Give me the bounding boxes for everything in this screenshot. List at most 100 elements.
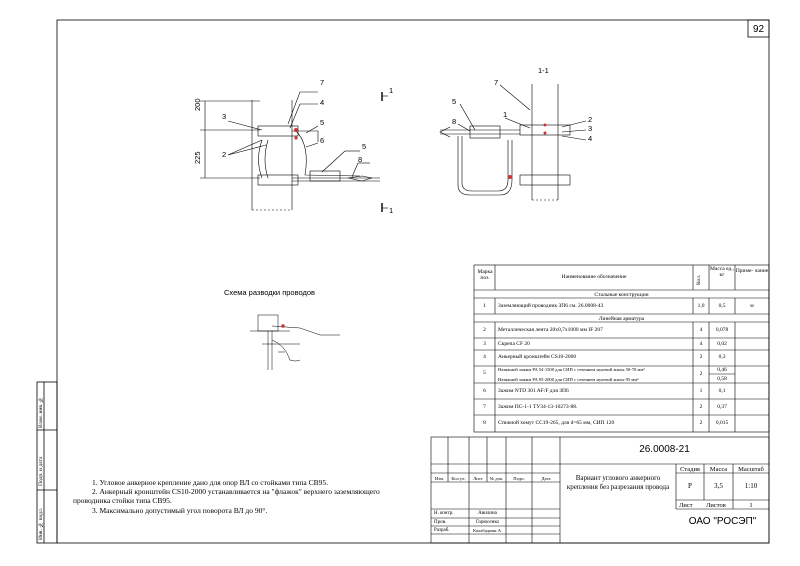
- spec-section-steel: Стальные конструкции: [594, 292, 649, 298]
- spec-row-1-pos: 1: [483, 303, 486, 309]
- spec-row-4-qty: 2: [699, 354, 703, 360]
- callout-right-2: 2: [588, 115, 593, 124]
- tb-role-razrab: Разраб.: [434, 528, 450, 533]
- document-code: 26.0008-21: [639, 444, 690, 455]
- callout-left-8: 8: [358, 155, 363, 164]
- spec-row-1-note: м: [750, 303, 754, 309]
- callout-right-7: 7: [494, 78, 499, 87]
- callout-left-2: 2: [222, 150, 227, 159]
- tb-col-kolvo: Кол.уч.: [451, 476, 466, 481]
- document-title: Вариант углового анкерного крепления без…: [566, 474, 670, 491]
- tb-stage-label: Стадия: [680, 466, 700, 473]
- spec-header-name: Наименование обозначение: [561, 274, 627, 280]
- side-stamp-inv: Инв. № подл.: [38, 507, 44, 540]
- tb-name-2: Горюсенко: [475, 520, 500, 525]
- tb-mass-label: Масса: [709, 466, 728, 473]
- spec-section-linear: Линейная арматура: [598, 316, 645, 322]
- dimension-200: 200: [193, 98, 202, 111]
- callout-left-5a: 5: [320, 118, 325, 127]
- wiring-scheme-title: Схема разводки проводов: [224, 288, 316, 297]
- spec-row-2-mass: 0,078: [715, 327, 729, 333]
- spec-header-mass: Масса ед., кг: [709, 266, 734, 279]
- spec-row-8-pos: 8: [483, 420, 486, 426]
- note-2: 2. Анкерный кронштейн CS10-2000 устанавл…: [92, 487, 380, 496]
- section-label: 1-1: [538, 66, 549, 75]
- callout-right-5: 5: [452, 97, 457, 106]
- spec-row-5-mass-alt: 0,58: [717, 376, 727, 382]
- spec-row-8-qty: 2: [699, 420, 703, 426]
- spec-row-1-mass: 0,5: [718, 303, 726, 309]
- section-marker-bottom: 1: [389, 206, 394, 215]
- section-marker-top: 1: [389, 86, 394, 95]
- spec-row-7-pos: 7: [483, 404, 486, 410]
- scheme-red-marks: [281, 324, 285, 328]
- spec-row-6-pos: 6: [483, 388, 486, 394]
- note-3: 3. Максимально допустимый угол поворота …: [92, 506, 268, 515]
- right-red-marks: [508, 123, 547, 179]
- spec-header-qty: Кол.: [696, 274, 702, 285]
- callout-left-4: 4: [320, 98, 325, 107]
- spec-row-1-name: Заземляющий проводник ЗП6 см. 26.0008-43: [498, 303, 604, 309]
- tb-col-list: Лист: [473, 476, 483, 481]
- specification-table-grid: [473, 264, 770, 433]
- tb-sheets-label: Листов: [706, 502, 726, 509]
- spec-row-4-mass: 0,3: [718, 354, 726, 360]
- tb-col-podp: Подп.: [513, 476, 525, 481]
- spec-row-6-qty: 1: [699, 388, 703, 394]
- spec-row-3-qty: 4: [699, 341, 703, 347]
- callout-right-1: 1: [503, 110, 508, 119]
- spec-row-5-name: Натяжной зажим PA 54-1500 для СИП с сече…: [498, 367, 645, 372]
- left-red-marks: [294, 128, 298, 140]
- tb-role-nkontr: Н. контр.: [434, 511, 454, 516]
- callout-left-3: 3: [222, 112, 227, 121]
- spec-row-7-qty: 2: [699, 404, 703, 410]
- tb-scale-label: Масштаб: [738, 466, 764, 473]
- organization-name: ОАО "РОСЭП": [688, 516, 757, 527]
- spec-row-5-qty: 2: [699, 371, 703, 377]
- tb-mass-value: 3,5: [714, 482, 723, 490]
- spec-row-6-mass: 0,1: [718, 388, 726, 394]
- spec-row-5-mass: 0,46: [717, 367, 727, 373]
- spec-row-3-mass: 0,02: [717, 341, 727, 347]
- tb-role-prov: Пров.: [434, 520, 447, 525]
- left-elevation-view: [200, 91, 388, 212]
- spec-row-7-name: Зажим ПС-1-1 ТУ34-13-10273-88.: [498, 404, 578, 410]
- spec-row-8-name: Стяжной хомут CC19-265, для d=65 мм, СИП…: [498, 420, 615, 426]
- callout-right-8: 8: [452, 117, 457, 126]
- spec-row-3-pos: 3: [483, 341, 486, 347]
- callout-left-5b: 5: [362, 142, 367, 151]
- side-stamp-sign: Подп. и дата: [38, 456, 44, 486]
- callout-left-7: 7: [320, 78, 325, 87]
- wiring-scheme-drawing: [250, 314, 340, 370]
- callout-left-6: 6: [320, 136, 325, 145]
- spec-row-5-pos: 5: [483, 370, 486, 376]
- tb-col-date: Дата: [541, 476, 551, 481]
- tb-scale-value: 1:10: [744, 482, 758, 490]
- tb-name-1: Авилина: [478, 511, 497, 516]
- tb-sheet-label: Лист: [679, 502, 693, 509]
- tb-col-doc: № док.: [489, 476, 504, 481]
- note-2-continued: проводника стойки типа СВ95.: [73, 496, 172, 505]
- spec-row-8-mass: 0,015: [715, 420, 729, 426]
- tb-col-izm: Изм.: [434, 476, 445, 481]
- spec-row-7-mass: 0,37: [717, 404, 727, 410]
- page-number: 92: [752, 24, 765, 35]
- title-block-grid: [430, 436, 770, 544]
- note-1: 1. Угловое анкерное крепление дано для о…: [92, 478, 328, 487]
- spec-header-pos: Марка поз.: [477, 269, 493, 282]
- spec-row-2-pos: 2: [483, 327, 486, 333]
- spec-row-4-pos: 4: [483, 354, 486, 360]
- callout-right-3: 3: [588, 124, 593, 133]
- tb-name-3: Калабадиин А.: [472, 528, 503, 533]
- spec-header-note: Приме- чание: [735, 268, 769, 274]
- side-stamp-replace: Взам. инв. №: [38, 396, 44, 428]
- spec-row-6-name: Зажим NTD 301 AF/F для ЗП6: [498, 388, 569, 394]
- right-section-view: [439, 84, 587, 201]
- tb-stage-value: Р: [688, 482, 692, 490]
- callout-right-4: 4: [588, 134, 593, 143]
- tb-sheets-value: 1: [749, 502, 753, 509]
- spec-row-5-name-alt: Натяжной зажим PA 95-2000 для СИП с сече…: [498, 377, 639, 382]
- spec-row-2-qty: 4: [699, 327, 703, 333]
- spec-row-1-qty: 1,0: [697, 303, 705, 309]
- spec-row-3-name: Скрепа CF 20: [498, 341, 530, 347]
